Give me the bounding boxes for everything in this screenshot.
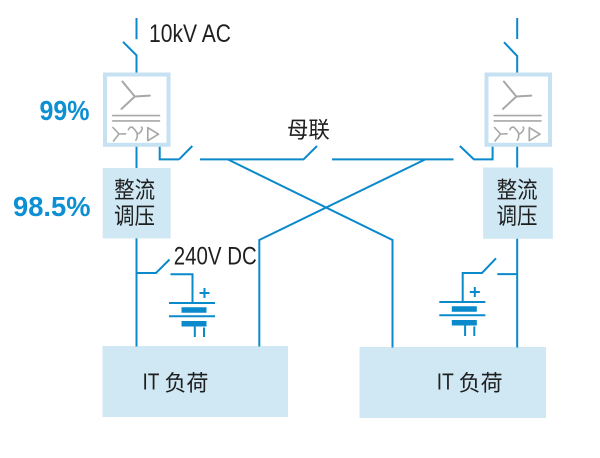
svg-text:IT: IT: [143, 369, 160, 395]
svg-text:98.5%: 98.5%: [13, 191, 91, 222]
svg-text:99%: 99%: [40, 95, 90, 126]
svg-text:240V DC: 240V DC: [174, 243, 257, 271]
svg-text:IT: IT: [437, 369, 454, 395]
svg-text:10kV AC: 10kV AC: [149, 20, 231, 48]
